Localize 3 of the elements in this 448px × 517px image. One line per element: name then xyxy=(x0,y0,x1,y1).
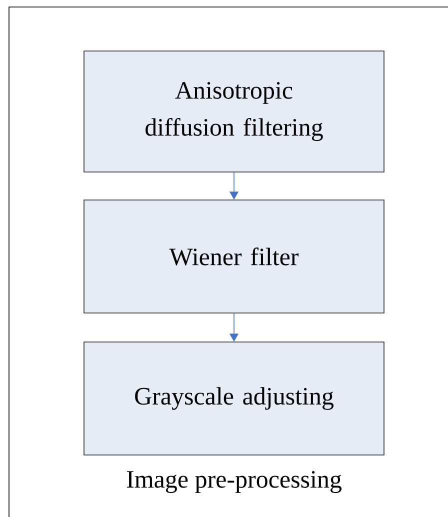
process-box: Grayscale adjusting xyxy=(84,342,384,456)
process-box: Wiener filter xyxy=(84,200,384,314)
process-box: Anisotropic diffusion filtering xyxy=(84,50,384,172)
